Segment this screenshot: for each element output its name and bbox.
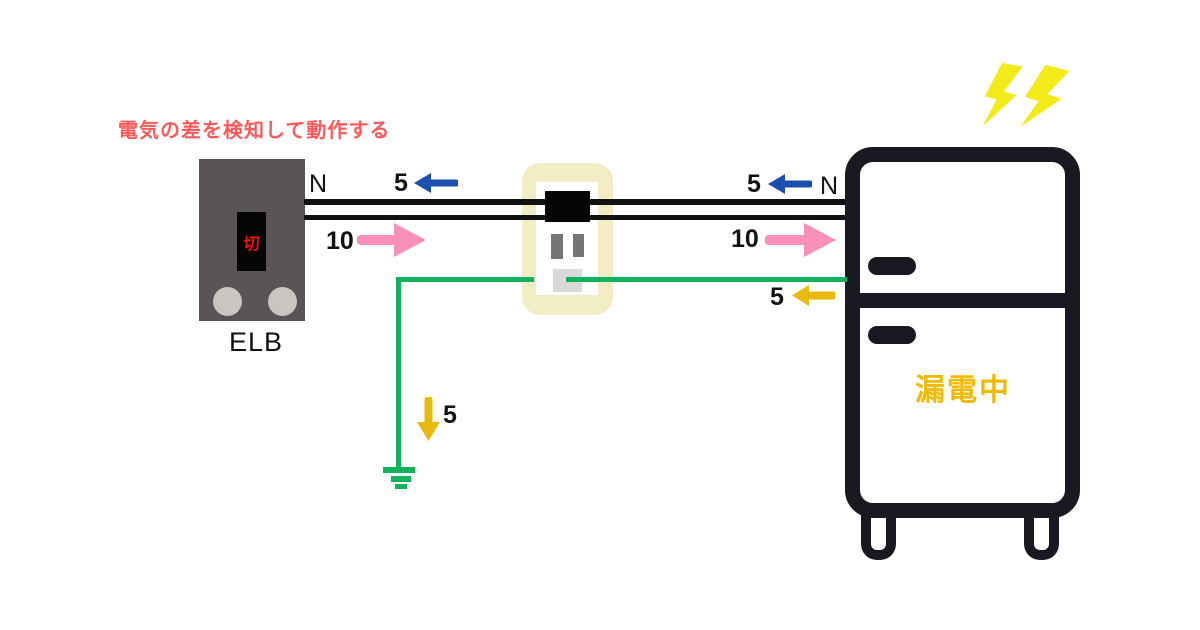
elb-label: ELB [229,327,284,357]
elb-knob-left [213,287,242,316]
neutral-current-left: 5 [394,169,408,197]
leak-status-text: 漏電中 [915,374,1011,407]
live-wire-left [304,215,552,220]
neutral-label-right: N [820,172,839,200]
arrow-left-icon [412,172,460,194]
arrow-right-icon [356,220,428,260]
caption-text: 電気の差を検知して動作する [118,120,391,142]
arrow-left-icon [790,283,837,308]
arrow-right-icon [764,220,838,260]
ground-wire-vertical [396,277,401,468]
live-current-left: 10 [326,227,354,255]
elb-knob-right [268,287,297,316]
lightning-bolt-icon [982,62,1023,127]
outlet-slot-right [573,234,584,257]
fridge-door-divider [858,293,1067,308]
ground-wire-left [396,277,534,282]
fridge-handle-bottom [868,326,916,344]
arrow-left-icon [766,173,814,195]
earth-symbol-bar-1 [383,467,415,473]
neutral-label-left: N [309,170,328,198]
lightning-bolt-icon [1020,64,1070,127]
elb-breaker-body: 切 [199,159,305,321]
refrigerator: 漏電中 [845,147,1080,518]
fridge-foot-right [1024,514,1059,560]
live-current-right: 10 [731,225,759,253]
ground-wire-right [566,277,847,282]
live-wire-right [586,215,846,220]
fridge-handle-top [868,257,916,275]
ground-current-right: 5 [770,283,784,311]
earth-symbol-bar-3 [395,484,407,489]
arrow-down-icon [415,396,442,443]
wall-outlet [522,163,613,315]
earth-symbol-bar-2 [391,476,411,482]
elb-switch: 切 [237,212,266,271]
outlet-slot-left [551,234,563,259]
elb-switch-state-label: 切 [243,235,260,253]
outlet-plug-block [545,191,590,222]
neutral-current-right: 5 [747,170,761,198]
earth-current-value: 5 [443,401,457,429]
fridge-foot-left [861,514,896,560]
neutral-wire-right [586,199,846,205]
neutral-wire-left [304,199,552,205]
